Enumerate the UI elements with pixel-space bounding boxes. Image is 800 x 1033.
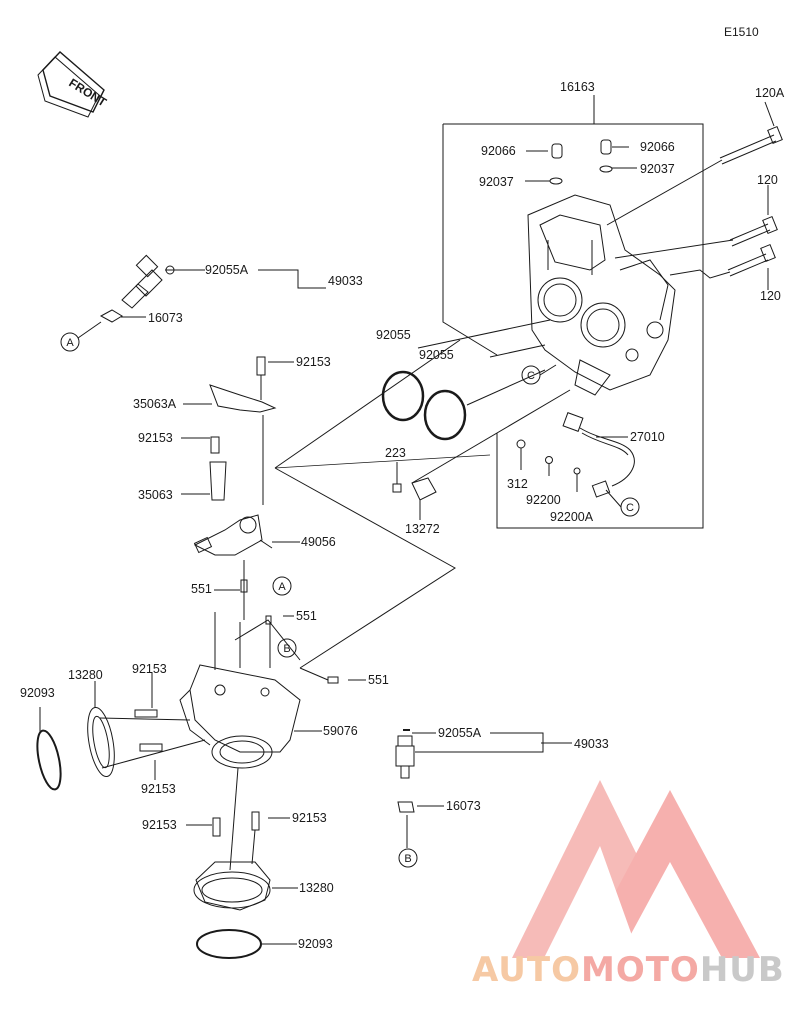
callout-551-c: 551	[368, 673, 389, 687]
cap-92066-left	[551, 143, 563, 159]
marker-c-bottom-letter: C	[626, 502, 634, 514]
o-ring-92055-left	[381, 370, 425, 422]
callout-16163: 16163	[560, 80, 595, 94]
gasket-13280-left	[87, 706, 115, 778]
callout-59076: 59076	[323, 724, 358, 738]
diagram-code: E1510	[724, 25, 759, 39]
callout-92066-left: 92066	[481, 144, 516, 158]
marker-b-bottom	[398, 848, 418, 868]
seal-92037-right	[599, 165, 613, 173]
seal-92093-bottom	[196, 929, 262, 959]
injector-49033-lower	[395, 729, 415, 779]
bolt-92153-a	[256, 356, 266, 376]
callout-49033-top: 49033	[328, 274, 363, 288]
pin-551-c	[327, 676, 339, 684]
callout-92066-right: 92066	[640, 140, 675, 154]
callout-92055A-top: 92055A	[205, 263, 249, 277]
watermark-logo-icon	[512, 780, 760, 958]
sensor-27010	[562, 412, 635, 498]
marker-b-mid-letter: B	[283, 643, 290, 655]
callout-92200: 92200	[526, 493, 561, 507]
nut-312	[516, 439, 526, 449]
watermark-moto: MOTO	[580, 950, 700, 990]
marker-c-top-letter: C	[527, 370, 535, 382]
callout-92037-right: 92037	[640, 162, 675, 176]
marker-a-top-letter: A	[66, 337, 74, 349]
bolt-120-lower	[727, 243, 776, 277]
cap-92066-right	[600, 139, 612, 155]
injector-holder-16073-upper	[99, 309, 123, 323]
washer-92200A	[573, 467, 581, 475]
watermark-text: AUTOMOTOHUB	[472, 950, 785, 990]
marker-a-mid	[272, 576, 292, 596]
callout-92093-top: 92093	[20, 686, 55, 700]
bracket-13272	[411, 477, 437, 501]
fuel-pipe-49056	[193, 514, 273, 556]
callout-92153-b: 92153	[138, 431, 173, 445]
callout-92093-bottom: 92093	[298, 937, 333, 951]
callout-13272: 13272	[405, 522, 440, 536]
callout-35063A: 35063A	[133, 397, 177, 411]
pin-551-b	[265, 615, 272, 625]
marker-a-mid-letter: A	[278, 581, 286, 593]
bolt-92153-b	[210, 436, 220, 454]
bracket-35063	[209, 461, 227, 501]
callout-551-b: 551	[296, 609, 317, 623]
bolt-92153-f	[251, 811, 260, 831]
pin-551-a	[240, 579, 248, 593]
callout-92037-left: 92037	[479, 175, 514, 189]
bolt-120A	[719, 125, 783, 165]
callout-27010: 27010	[630, 430, 665, 444]
callout-92200A: 92200A	[550, 510, 594, 524]
callout-13280-top: 13280	[68, 668, 103, 682]
callout-92153-a: 92153	[296, 355, 331, 369]
callout-92153-e: 92153	[142, 818, 177, 832]
callout-92153-f: 92153	[292, 811, 327, 825]
injector-49033-upper	[121, 254, 175, 309]
bolt-92153-d	[139, 743, 163, 752]
callout-92055-right: 92055	[419, 348, 454, 362]
callout-312: 312	[507, 477, 528, 491]
callout-92153-c: 92153	[132, 662, 167, 676]
callout-16073-bottom: 16073	[446, 799, 481, 813]
callout-92055A-bottom: 92055A	[438, 726, 482, 740]
bolt-92153-e	[212, 817, 221, 837]
assembly-outline	[443, 123, 704, 529]
watermark-auto: AUTO	[472, 950, 581, 990]
callout-120A: 120A	[755, 86, 785, 100]
callout-13280-bottom: 13280	[299, 881, 334, 895]
screw-223	[392, 483, 402, 493]
callout-49033-bottom: 49033	[574, 737, 609, 751]
washer-92200	[545, 456, 553, 464]
callout-92153-d: 92153	[141, 782, 176, 796]
marker-b-mid	[277, 638, 297, 658]
bolt-92153-c	[134, 709, 158, 718]
callout-49056: 49056	[301, 535, 336, 549]
callout-223: 223	[385, 446, 406, 460]
callout-120-bottom: 120	[760, 289, 781, 303]
seal-92037-left	[549, 177, 563, 185]
throttle-body-assembly	[527, 194, 676, 396]
marker-b-bottom-letter: B	[404, 853, 411, 865]
callout-120-top: 120	[757, 173, 778, 187]
marker-a-top	[60, 332, 80, 352]
intake-body-59076	[179, 664, 301, 769]
front-arrow-icon	[37, 51, 105, 118]
callout-35063: 35063	[138, 488, 173, 502]
seal-92093-left	[36, 729, 62, 791]
injector-holder-16073-lower	[397, 801, 415, 813]
callout-16073-top: 16073	[148, 311, 183, 325]
callout-551-a: 551	[191, 582, 212, 596]
callout-92055-left: 92055	[376, 328, 411, 342]
bracket-35063A	[209, 384, 277, 413]
bolt-120-upper	[729, 215, 778, 247]
o-ring-92055-right	[423, 389, 467, 441]
watermark-hub: HUB	[699, 950, 785, 990]
